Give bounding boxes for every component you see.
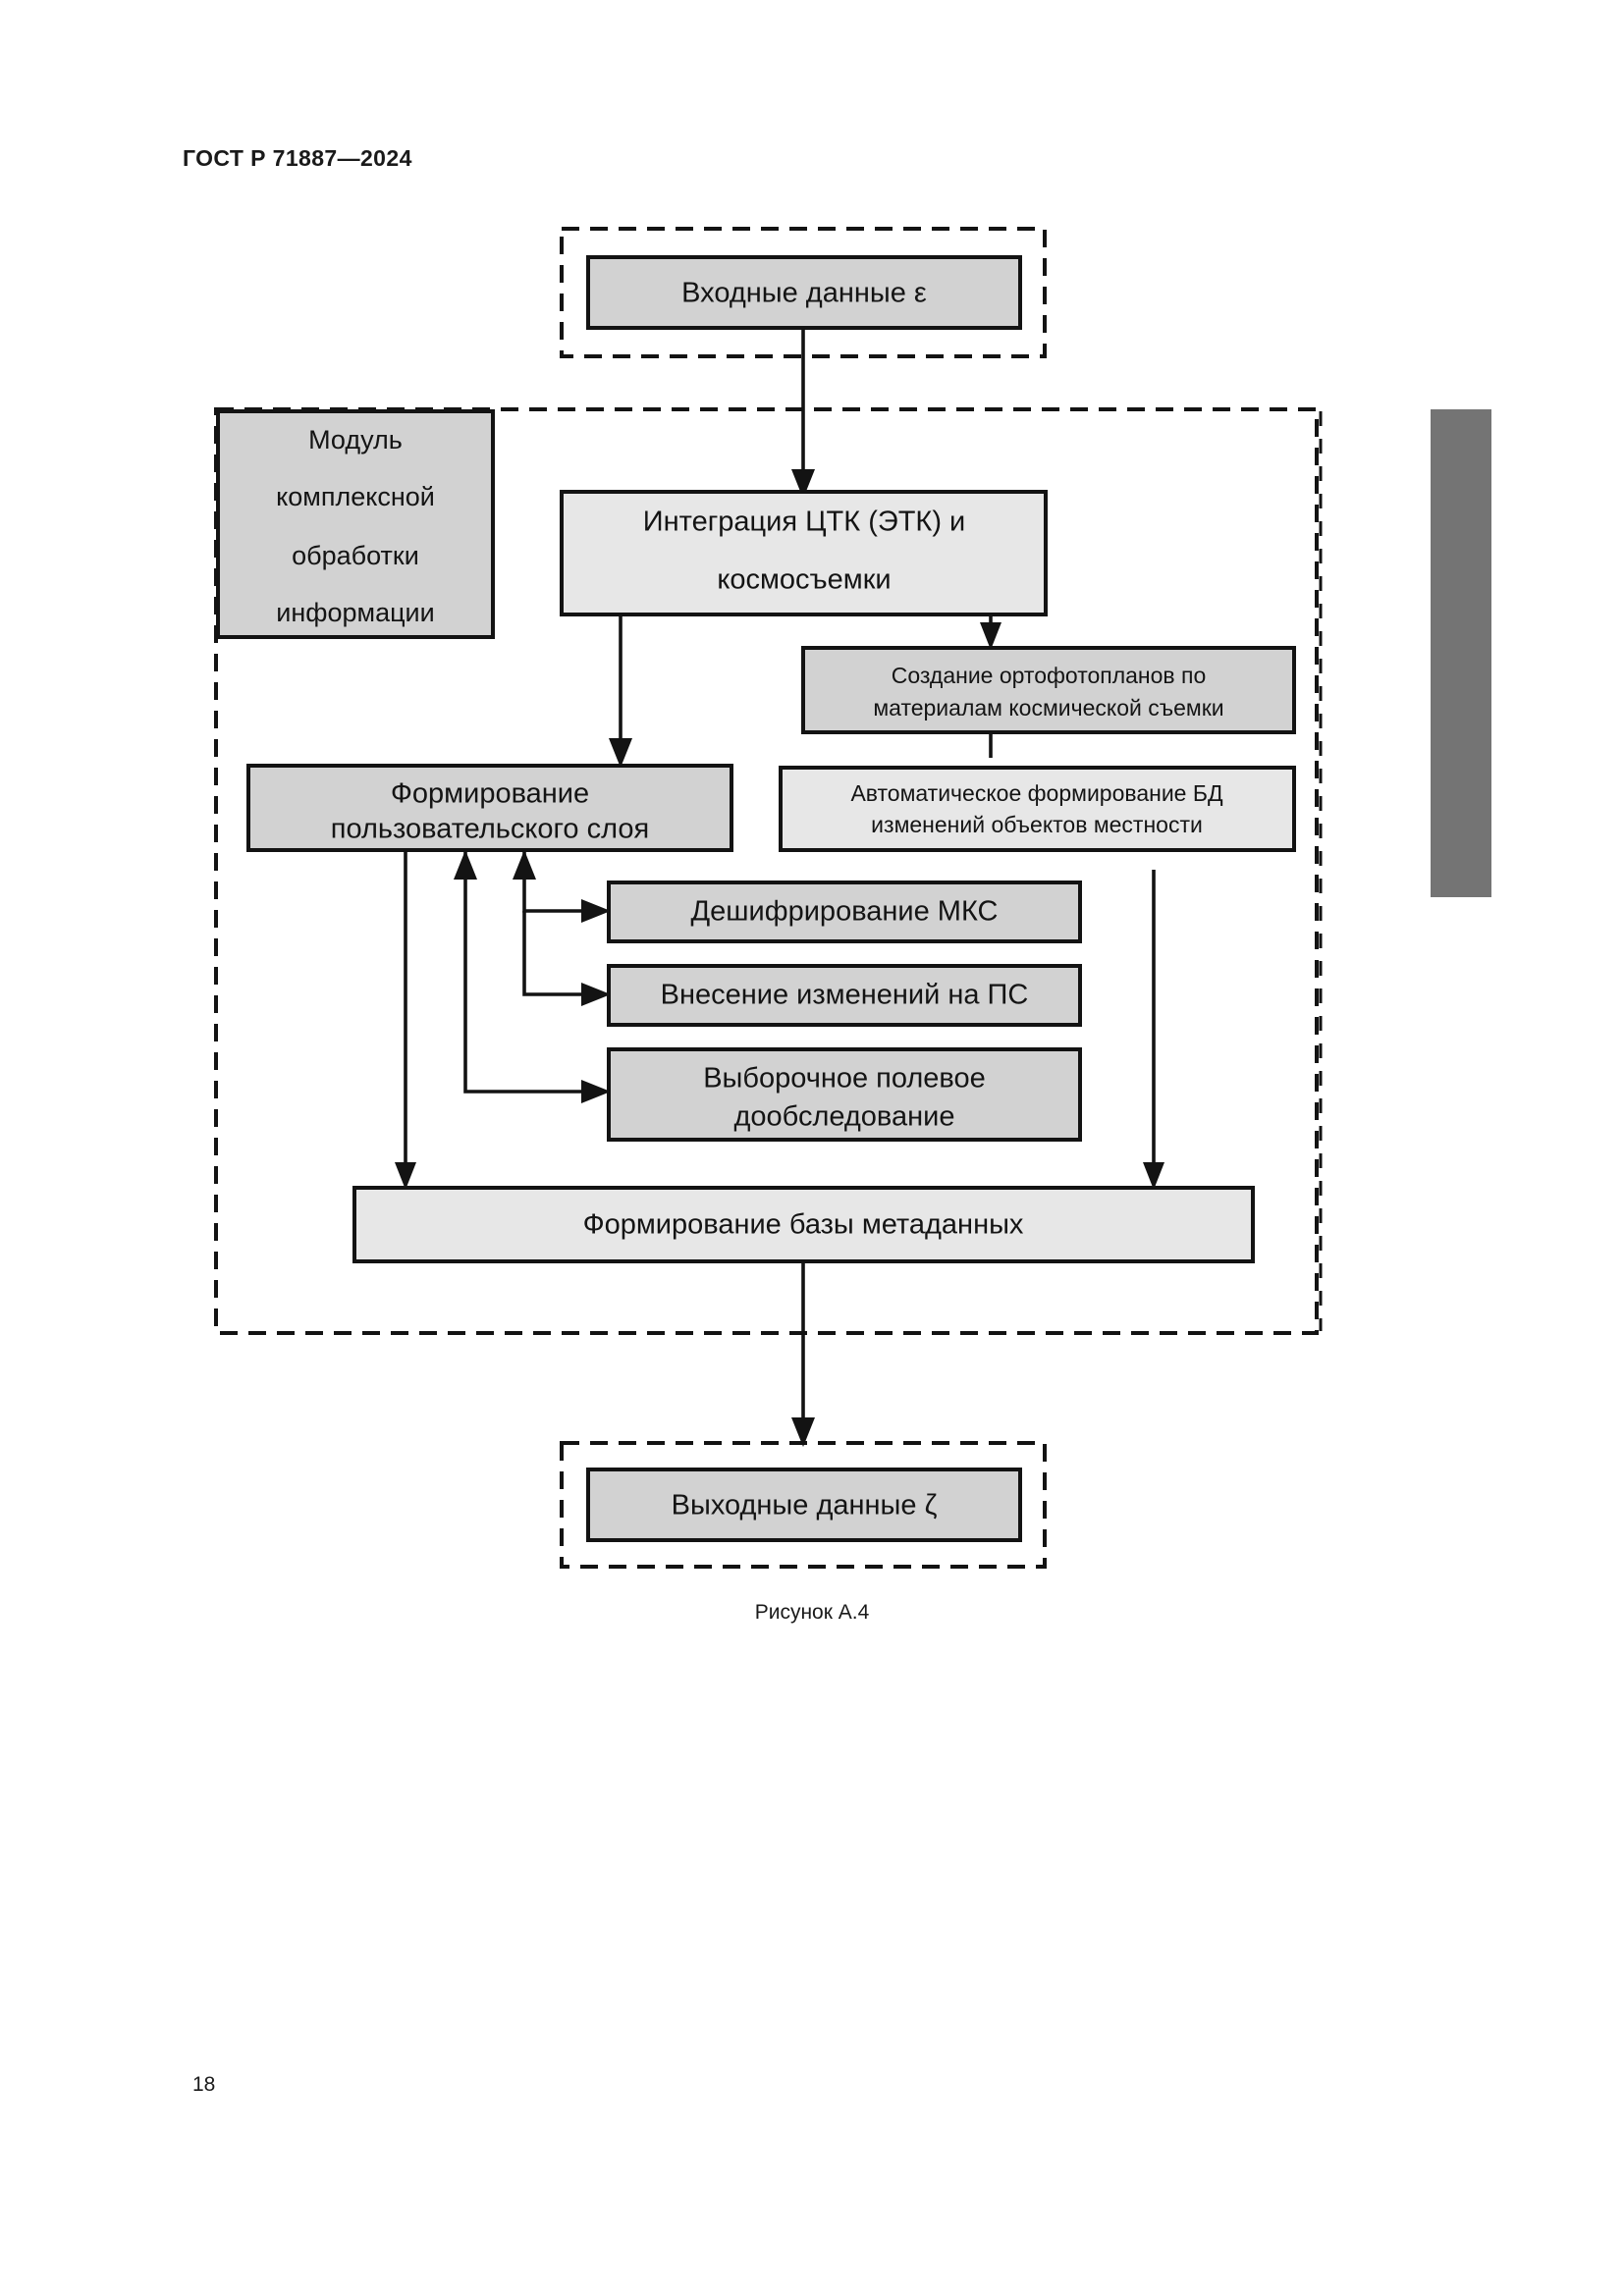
arrowhead-decoding-to-user-layer bbox=[513, 850, 536, 880]
node-field-survey-line2: дообследование bbox=[734, 1101, 955, 1133]
node-change-db-line1: Автоматическое формирование БД bbox=[850, 780, 1222, 806]
node-output-label: Выходные данные ζ bbox=[672, 1490, 938, 1522]
node-input-label: Входные данные ε bbox=[681, 278, 927, 309]
edge-user-layer-to-field-survey bbox=[463, 850, 589, 1094]
figure-a4: Модуль комплексной обработки информации bbox=[214, 227, 1323, 1569]
node-decoding[interactable] bbox=[607, 881, 1082, 943]
node-output[interactable] bbox=[586, 1468, 1022, 1542]
module-label-line2: комплексной bbox=[276, 482, 435, 511]
node-field-survey[interactable] bbox=[607, 1047, 1082, 1142]
module-label-line1: Модуль bbox=[308, 425, 403, 454]
node-changes-ps-label: Внесение изменений на ПС bbox=[661, 980, 1029, 1011]
arrowhead-field-survey-to-user-layer bbox=[454, 850, 477, 880]
arrowhead-user-layer-to-metadata bbox=[395, 1162, 416, 1190]
node-input[interactable] bbox=[586, 255, 1022, 330]
input-dashed-container bbox=[560, 227, 1047, 358]
node-integration-line2: космосъемки bbox=[717, 564, 891, 596]
node-decoding-label: Дешифрирование МКС bbox=[691, 896, 999, 928]
scan-artifact-strip bbox=[1431, 409, 1491, 897]
figure-caption: Рисунок А.4 bbox=[754, 1601, 870, 1624]
arrowhead-integration-to-user-layer bbox=[609, 738, 632, 768]
node-integration-line1: Интеграция ЦТК (ЭТК) и bbox=[643, 507, 966, 538]
arrowhead-metadata-to-output bbox=[791, 1417, 815, 1447]
arrowhead-user-layer-to-decoding bbox=[581, 899, 611, 923]
node-change-db-line2: изменений объектов местности bbox=[871, 812, 1203, 837]
node-orthophoto-line1: Создание ортофотопланов по bbox=[892, 663, 1207, 688]
edge-user-layer-to-decoding bbox=[522, 850, 589, 913]
arrowhead-integration-to-orthophoto bbox=[980, 622, 1001, 650]
node-user-layer-line1: Формирование bbox=[391, 778, 589, 810]
module-label-line4: информации bbox=[276, 598, 434, 627]
node-integration[interactable] bbox=[560, 490, 1048, 616]
arrowhead-change-db-to-metadata bbox=[1143, 1162, 1164, 1190]
edge-user-layer-to-changes-ps bbox=[522, 911, 589, 996]
arrowhead-input-to-integration bbox=[791, 469, 815, 499]
module-label-line3: обработки bbox=[292, 541, 419, 570]
node-changes-ps[interactable] bbox=[607, 964, 1082, 1027]
node-field-survey-line1: Выборочное полевое bbox=[703, 1063, 986, 1095]
document-header: ГОСТ Р 71887—2024 bbox=[183, 145, 412, 171]
arrowhead-user-layer-to-field-survey bbox=[581, 1080, 611, 1103]
arrowhead-user-layer-to-changes-ps bbox=[581, 983, 611, 1006]
node-orthophoto-line2: материалам космической съемки bbox=[873, 695, 1223, 721]
node-user-layer[interactable] bbox=[246, 764, 733, 852]
module-label-fill bbox=[216, 409, 495, 639]
page-number: 18 bbox=[192, 2073, 216, 2096]
module-dashed-container bbox=[214, 407, 1319, 1335]
node-metadata-base-label: Формирование базы метаданных bbox=[583, 1209, 1024, 1241]
node-change-db[interactable] bbox=[779, 766, 1296, 852]
node-orthophoto[interactable] bbox=[801, 646, 1296, 734]
node-metadata-base[interactable] bbox=[352, 1186, 1255, 1263]
node-user-layer-line2: пользовательского слоя bbox=[331, 814, 649, 845]
